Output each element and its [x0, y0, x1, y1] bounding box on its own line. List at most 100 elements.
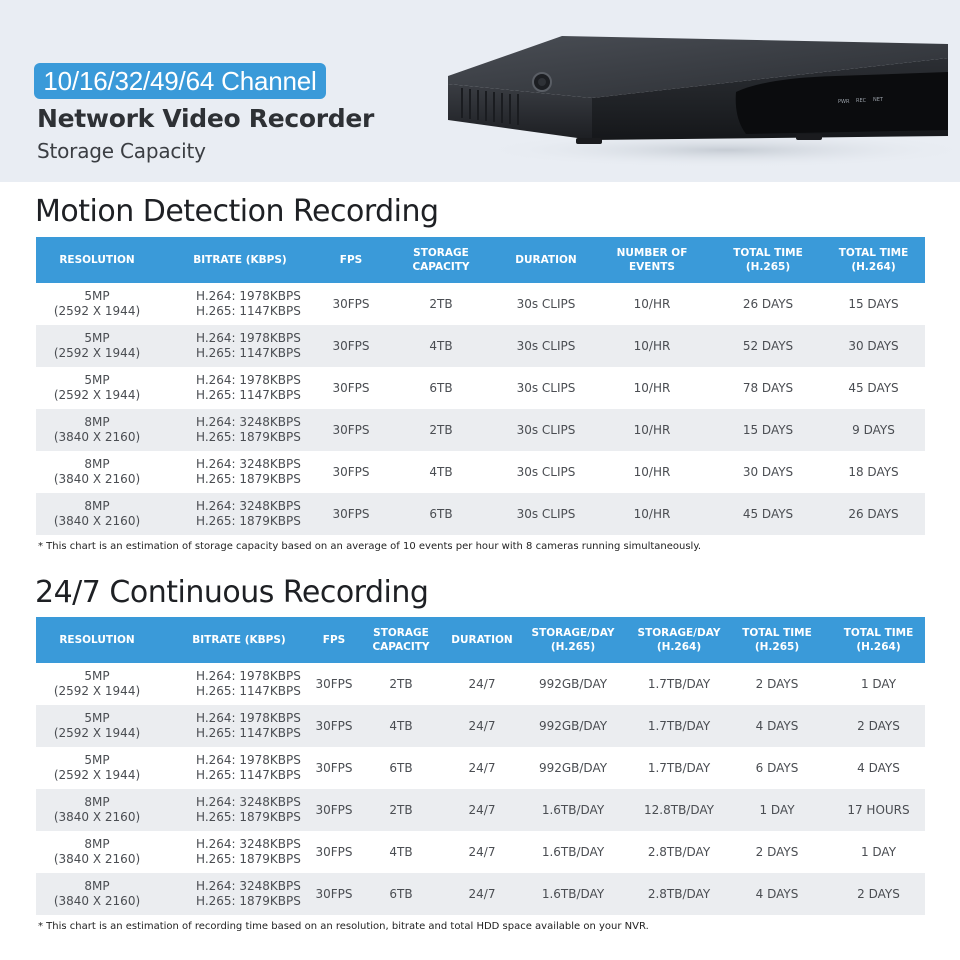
resolution-label: 8MP: [84, 837, 110, 851]
fps-cell: 30FPS: [332, 422, 370, 437]
resolution-label: 5MP: [84, 289, 110, 303]
fps-cell: 30FPS: [315, 886, 353, 901]
motion-footnote: * This chart is an estimation of storage…: [38, 541, 701, 552]
column-header: FPS: [322, 634, 346, 646]
bitrate-h265: H.265: 1879KBPS: [196, 852, 301, 866]
resolution-cell: 5MP(2592 X 1944): [36, 663, 158, 705]
duration-cell: 30s CLIPS: [516, 506, 576, 521]
t264-cell: 45 DAYS: [848, 380, 899, 395]
bitrate-h265: H.265: 1147KBPS: [196, 346, 301, 360]
storage-cell: 4TB: [429, 464, 453, 479]
resolution-pixels: (3840 X 2160): [53, 430, 141, 444]
resolution-pixels: (2592 X 1944): [53, 346, 141, 360]
t265-cell: 4 DAYS: [755, 718, 799, 733]
fps-cell: 30FPS: [332, 296, 370, 311]
bitrate-h265: H.265: 1879KBPS: [196, 472, 301, 486]
bitrate-h264: H.264: 3248KBPS: [196, 837, 301, 851]
nvr-device-image: PWR REC NET: [448, 36, 954, 168]
bitrate-h264: H.264: 3248KBPS: [196, 499, 301, 513]
fps-cell: 30FPS: [332, 380, 370, 395]
t264-cell: 26 DAYS: [848, 506, 899, 521]
resolution-pixels: (3840 X 2160): [53, 472, 141, 486]
duration-cell: 30s CLIPS: [516, 380, 576, 395]
events-cell: 10/HR: [633, 338, 671, 353]
continuous-footnote: * This chart is an estimation of recordi…: [38, 921, 649, 932]
events-cell: 10/HR: [633, 380, 671, 395]
column-header: BITRATE (KBPS): [193, 254, 287, 266]
t265-cell: 52 DAYS: [742, 338, 794, 353]
sd264-cell: 1.7TB/DAY: [647, 718, 711, 733]
sd265-cell: 992GB/DAY: [538, 760, 608, 775]
storage-cell: 6TB: [429, 506, 453, 521]
resolution-pixels: (3840 X 2160): [53, 894, 141, 908]
fps-cell: 30FPS: [315, 802, 353, 817]
bitrate-h264: H.264: 1978KBPS: [196, 753, 301, 767]
resolution-label: 5MP: [84, 753, 110, 767]
duration-cell: 24/7: [468, 760, 496, 775]
resolution-pixels: (2592 X 1944): [53, 726, 141, 740]
storage-cell: 6TB: [389, 886, 413, 901]
resolution-cell: 5MP(2592 X 1944): [36, 283, 158, 325]
bitrate-h265: H.265: 1879KBPS: [196, 894, 301, 908]
duration-cell: 24/7: [468, 844, 496, 859]
fps-cell: 30FPS: [315, 760, 353, 775]
resolution-cell: 5MP(2592 X 1944): [36, 367, 158, 409]
svg-text:NET: NET: [873, 97, 884, 103]
storage-cell: 4TB: [389, 844, 413, 859]
column-header: TOTAL TIME (H.264): [838, 247, 909, 273]
resolution-cell: 5MP(2592 X 1944): [36, 325, 158, 367]
bitrate-h265: H.265: 1879KBPS: [196, 514, 301, 528]
column-header: BITRATE (KBPS): [192, 634, 286, 646]
column-header: STORAGE CAPACITY: [412, 247, 470, 273]
column-header: RESOLUTION: [59, 634, 135, 646]
column-header: FPS: [339, 254, 363, 266]
resolution-cell: 8MP(3840 X 2160): [36, 789, 158, 831]
resolution-pixels: (2592 X 1944): [53, 388, 141, 402]
sd264-cell: 2.8TB/DAY: [647, 886, 711, 901]
column-header: DURATION: [451, 634, 513, 646]
bitrate-h264: H.264: 3248KBPS: [196, 795, 301, 809]
header-banner: 10/16/32/49/64 Channel Network Video Rec…: [0, 0, 960, 182]
product-subtitle: Storage Capacity: [37, 139, 206, 163]
t264-cell: 30 DAYS: [848, 338, 899, 353]
resolution-cell: 5MP(2592 X 1944): [36, 705, 158, 747]
column-header: STORAGE/DAY (H.264): [637, 627, 721, 653]
sd265-cell: 992GB/DAY: [538, 718, 608, 733]
storage-cell: 6TB: [389, 760, 413, 775]
storage-cell: 2TB: [429, 296, 453, 311]
t265-cell: 1 DAY: [759, 802, 795, 817]
resolution-cell: 8MP(3840 X 2160): [36, 493, 158, 535]
column-header: TOTAL TIME (H.265): [733, 247, 803, 273]
t265-cell: 4 DAYS: [755, 886, 799, 901]
column-header: STORAGE/DAY (H.265): [531, 627, 615, 653]
sd264-cell: 1.7TB/DAY: [647, 760, 711, 775]
duration-cell: 24/7: [468, 676, 496, 691]
column-header: TOTAL TIME (H.265): [742, 627, 812, 653]
duration-cell: 24/7: [468, 718, 496, 733]
column-header: TOTAL TIME (H.264): [843, 627, 914, 653]
sd264-cell: 1.7TB/DAY: [647, 676, 711, 691]
bitrate-h264: H.264: 1978KBPS: [196, 331, 301, 345]
t265-cell: 2 DAYS: [755, 844, 799, 859]
t264-cell: 4 DAYS: [857, 760, 900, 775]
resolution-label: 8MP: [84, 457, 110, 471]
motion-section-title: Motion Detection Recording: [35, 194, 439, 229]
t265-cell: 26 DAYS: [742, 296, 794, 311]
